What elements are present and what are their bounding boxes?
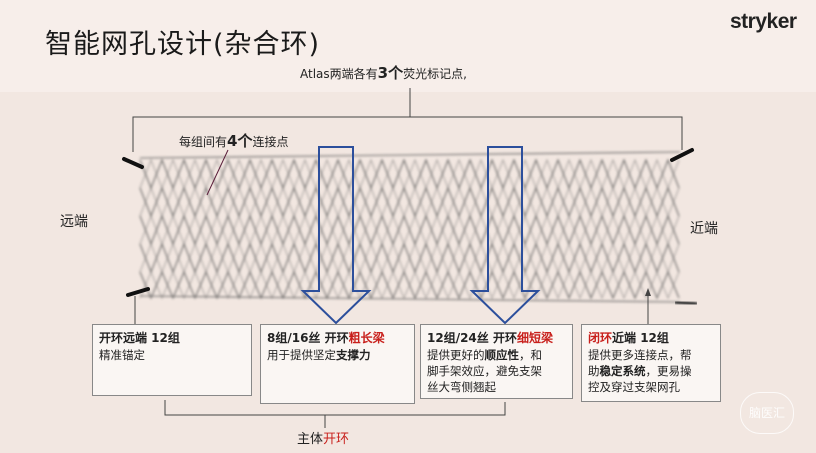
box-heading-highlight: 闭环 <box>588 331 613 345</box>
atlas-note-text: Atlas两端各有 <box>300 67 378 81</box>
distal-open-ring-box: 开环远端 12组 精准锚定 <box>92 324 252 396</box>
main-body-label-highlight: 开环 <box>323 432 350 447</box>
mesh-edge <box>139 295 681 303</box>
box-heading-highlight: 粗长梁 <box>348 331 385 345</box>
connection-note-text: 每组间有 <box>179 135 228 149</box>
connection-note: 每组间有4个连接点 <box>179 130 288 151</box>
atlas-note-tail: 荧光标记点, <box>403 67 467 81</box>
coarse-strut-arrow <box>300 146 372 325</box>
box-text-bold: 稳定系统 <box>599 364 646 378</box>
box-heading: 闭环近端 12组 <box>588 330 714 346</box>
box-text-bold: 支撑力 <box>336 348 371 362</box>
box-heading: 12组/24丝 开环细短梁 <box>427 330 566 346</box>
box-text-part: 助 <box>588 364 600 378</box>
proximal-closed-ring-box: 闭环近端 12组 提供更多连接点，帮 助稳定系统，更易操 控及穿过支架网孔 <box>581 324 721 402</box>
box-text-bold: 顺应性 <box>484 348 520 362</box>
box-text: 控及穿过支架网孔 <box>588 380 680 394</box>
fine-strut-box: 12组/24丝 开环细短梁 提供更好的顺应性，和 脚手架效应，避免支架 丝大弯侧… <box>420 324 573 399</box>
box-text-part: 用于提供坚定 <box>267 348 336 362</box>
brand-logo: stryker <box>730 10 797 33</box>
mesh-strut-row <box>139 158 680 190</box>
box-heading-highlight: 细短梁 <box>516 331 553 345</box>
coarse-strut-box: 8组/16丝 开环粗长梁 用于提供坚定支撑力 <box>260 324 415 404</box>
box-text: 提供更多连接点，帮 <box>588 348 692 362</box>
connection-pointer <box>206 149 229 196</box>
box-text-part: ，更易操 <box>645 364 692 378</box>
connection-note-tail: 连接点 <box>252 135 289 149</box>
box-text: 助稳定系统，更易操 <box>588 363 714 379</box>
top-bracket <box>132 116 683 152</box>
main-body-label-text: 主体 <box>297 432 324 447</box>
fine-strut-arrow <box>469 146 541 325</box>
box-text-part: ，和 <box>519 348 542 362</box>
box-text-part: 提供更好的 <box>427 348 485 362</box>
proximal-leader-tip <box>645 288 651 296</box>
mesh-strut-row <box>139 270 680 300</box>
mesh-edge <box>139 151 681 159</box>
box-text: 用于提供坚定支撑力 <box>267 347 408 363</box>
box-text: 脚手架效应，避免支架 <box>427 364 542 378</box>
box-heading-text: 8组/16丝 开环 <box>267 331 349 345</box>
connection-note-count: 4个 <box>227 132 253 150</box>
atlas-note-count: 3个 <box>377 64 404 82</box>
bottom-bracket <box>164 400 506 416</box>
watermark-logo: 脑医汇 <box>740 392 794 434</box>
box-heading-text: 近端 12组 <box>612 331 669 345</box>
box-text: 精准锚定 <box>99 348 145 362</box>
proximal-label: 近端 <box>690 221 718 237</box>
atlas-marker-note: Atlas两端各有3个荧光标记点, <box>300 62 467 83</box>
box-heading: 8组/16丝 开环粗长梁 <box>267 330 408 346</box>
slide-title: 智能网孔设计(杂合环) <box>45 29 321 60</box>
proximal-markers <box>664 148 698 306</box>
box-text: 提供更好的顺应性，和 <box>427 347 566 363</box>
box-heading-text: 12组/24丝 开环 <box>427 331 517 345</box>
distal-label: 远端 <box>60 214 88 230</box>
stent-mesh <box>139 151 681 303</box>
title-band <box>0 0 816 92</box>
mesh-strut-row <box>139 186 680 218</box>
box-text: 丝大弯侧翘起 <box>427 380 496 394</box>
mesh-strut-row <box>139 214 680 246</box>
main-body-label: 主体开环 <box>297 428 349 447</box>
box-heading: 开环远端 12组 <box>99 331 180 345</box>
distal-markers <box>122 157 150 297</box>
mesh-strut-row <box>139 242 680 274</box>
